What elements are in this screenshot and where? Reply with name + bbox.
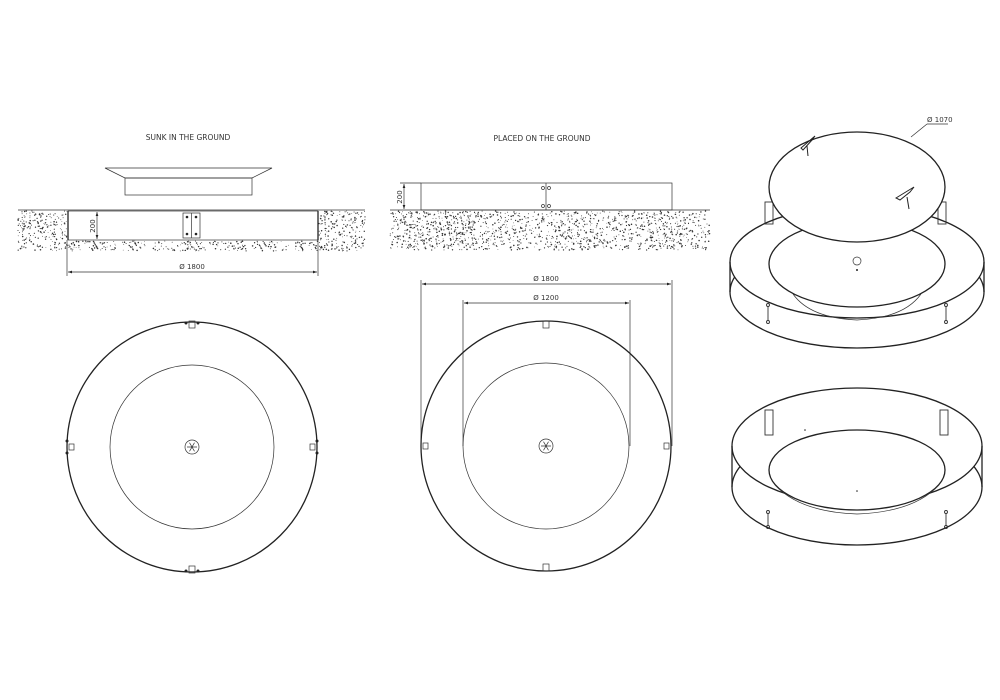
ground-gravel xyxy=(389,210,711,251)
placed-plan-view xyxy=(420,320,672,572)
center-grate-icon xyxy=(538,438,554,454)
sunk-diameter-dim: Ø 1800 xyxy=(179,263,205,271)
placed-inner-diameter-dim: Ø 1200 xyxy=(533,294,559,302)
ring-side xyxy=(420,182,673,211)
bracket xyxy=(764,201,948,324)
sunk-title: SUNK IN THE GROUND xyxy=(146,133,231,142)
bowl-side xyxy=(104,167,273,196)
ring-side xyxy=(67,210,319,241)
center-grate-icon xyxy=(184,439,200,455)
sunk-plan-view xyxy=(65,320,319,574)
placed-outer-diameter-dim: Ø 1800 xyxy=(533,275,559,283)
lid-handle-icon xyxy=(800,135,915,210)
sunk-elevation-view: SUNK IN THE GROUND 200 Ø 1800 xyxy=(17,133,366,276)
iso-view-without-lid xyxy=(731,387,983,546)
placed-title: PLACED ON THE GROUND xyxy=(493,134,590,143)
sunk-height-dim: 200 xyxy=(89,219,97,232)
iso-view-with-lid: Ø 1070 xyxy=(729,116,985,349)
ground-gravel xyxy=(17,210,366,252)
placed-elevation-view: PLACED ON THE GROUND 200 Ø 1800 Ø 1200 xyxy=(389,134,711,446)
lid xyxy=(768,131,946,243)
placed-height-dim: 200 xyxy=(396,190,404,203)
lid-diameter-dim: Ø 1070 xyxy=(927,116,953,124)
bracket xyxy=(182,212,201,239)
bracket xyxy=(764,409,949,529)
